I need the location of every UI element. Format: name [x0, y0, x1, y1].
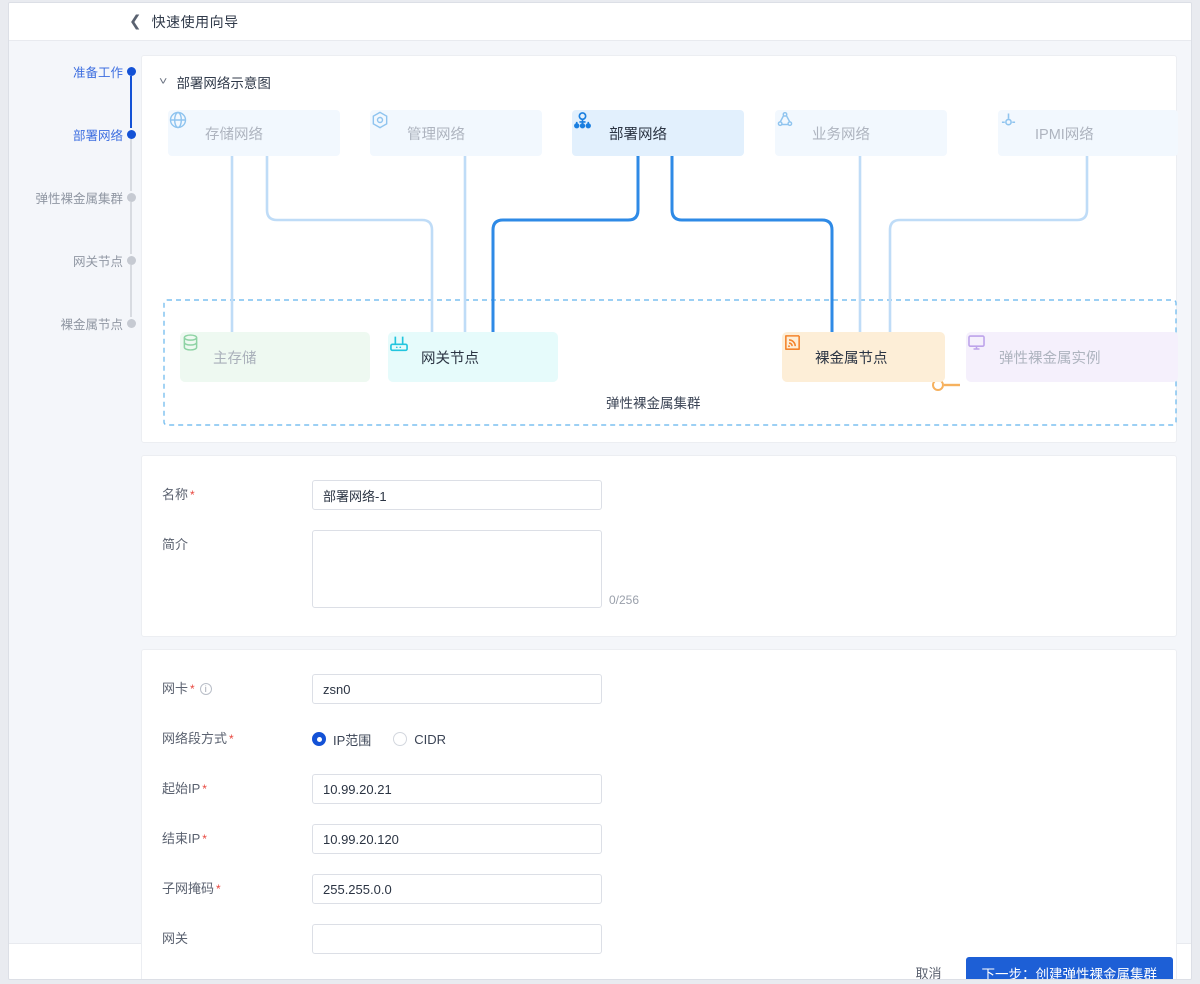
step-item-0[interactable]: 准备工作	[9, 65, 141, 128]
step-label: 准备工作	[72, 66, 123, 80]
start-ip-input[interactable]	[312, 774, 602, 804]
form-row-start-ip: 起始IP*	[142, 774, 1176, 804]
form-row-segment-mode: 网络段方式* IP范围 CIDR	[142, 724, 1176, 754]
network-config-form: 网卡*i 网络段方式* IP范围	[141, 649, 1177, 979]
diagram-stage: 存储网络 管理网络	[160, 100, 1178, 430]
step-label: 网关节点	[72, 255, 123, 269]
required-marker: *	[216, 882, 221, 896]
start-ip-label: 起始IP*	[142, 774, 312, 804]
network-card-label: 业务网络	[812, 126, 870, 143]
node-card-gateway[interactable]: 网关节点	[388, 332, 558, 382]
form-row-name: 名称*	[142, 480, 1176, 510]
network-card-deployment[interactable]: 部署网络	[572, 110, 744, 156]
window-header: ❮ 快速使用向导	[9, 3, 1191, 41]
network-diagram-card: ˅ 部署网络示意图	[141, 55, 1178, 443]
nic-label: 网卡* i	[142, 674, 312, 704]
end-ip-input[interactable]	[312, 824, 602, 854]
next-step-button[interactable]: 下一步：创建弹性裸金属集群	[965, 956, 1173, 979]
segment-mode-label: 网络段方式*	[142, 724, 312, 754]
required-marker: *	[229, 732, 234, 746]
radio-dot	[393, 732, 408, 746]
steps-rail: 准备工作 部署网络 弹性裸金属集群 网关节点 裸金属节点	[9, 41, 141, 943]
network-card-label: 部署网络	[609, 126, 667, 143]
cancel-button[interactable]: 取消	[907, 957, 949, 979]
network-card-management[interactable]: 管理网络	[370, 110, 542, 156]
network-card-ipmi[interactable]: IPMI网络	[998, 110, 1178, 156]
network-card-storage[interactable]: 存储网络	[168, 110, 340, 156]
diagram-title: 部署网络示意图	[176, 76, 271, 91]
gateway-label: 网关	[162, 931, 189, 946]
intro-counter: 0/256	[609, 593, 640, 607]
step-item-2[interactable]: 弹性裸金属集群	[9, 191, 141, 254]
step-dot	[127, 130, 136, 139]
step-connector	[130, 202, 132, 254]
radio-cidr[interactable]: CIDR	[393, 732, 446, 747]
name-label-text: 名称	[162, 487, 189, 502]
netmask-input[interactable]	[312, 874, 602, 904]
node-card-label: 网关节点	[421, 350, 479, 367]
network-card-label: IPMI网络	[1035, 126, 1094, 143]
cluster-label: 弹性裸金属集群	[606, 396, 701, 411]
intro-textarea[interactable]	[312, 530, 602, 608]
step-dot	[127, 193, 136, 202]
radio-label: CIDR	[414, 731, 447, 747]
wizard-body: 准备工作 部署网络 弹性裸金属集群 网关节点 裸金属节点	[9, 41, 1191, 979]
basic-info-form: 名称* 简介 0/256	[141, 455, 1177, 637]
node-card-label: 裸金属节点	[815, 350, 888, 367]
page-title: 快速使用向导	[151, 13, 239, 30]
diagram-header[interactable]: ˅ 部署网络示意图	[159, 72, 1158, 92]
network-card-label: 存储网络	[205, 126, 263, 143]
start-ip-label-text: 起始IP	[162, 781, 201, 796]
form-row-netmask: 子网掩码*	[142, 874, 1176, 904]
step-dot	[127, 319, 136, 328]
netmask-label-text: 子网掩码	[162, 881, 215, 896]
step-item-4[interactable]: 裸金属节点	[9, 317, 141, 380]
main-content: ˅ 部署网络示意图	[141, 41, 1191, 979]
intro-field-wrap: 0/256	[312, 530, 639, 608]
radio-dot	[312, 732, 326, 746]
chevron-left-icon[interactable]: ❮	[129, 13, 142, 30]
node-card-baremetal[interactable]: 裸金属节点	[782, 332, 945, 382]
form-row-end-ip: 结束IP*	[142, 824, 1176, 854]
node-card-primary-storage[interactable]: 主存储	[180, 332, 370, 382]
step-label: 裸金属节点	[60, 318, 123, 332]
network-card-business[interactable]: 业务网络	[775, 110, 947, 156]
nic-label-text: 网卡	[162, 681, 189, 696]
required-marker: *	[190, 488, 195, 502]
intro-label: 简介	[162, 537, 189, 552]
end-ip-label: 结束IP*	[142, 824, 312, 854]
node-card-label: 主存储	[213, 350, 257, 367]
info-icon[interactable]: i	[199, 683, 212, 695]
name-input[interactable]	[312, 480, 602, 510]
form-row-nic: 网卡* i	[142, 674, 1176, 704]
wizard-window: ❮ 快速使用向导 准备工作 部署网络 弹性裸金属集群 网关节点	[8, 2, 1192, 980]
segment-mode-radio-group: IP范围 CIDR	[312, 724, 446, 754]
step-connector	[130, 76, 132, 128]
required-marker: *	[190, 682, 195, 696]
node-card-baremetal-instance[interactable]: 弹性裸金属实例	[966, 332, 1178, 382]
radio-label: IP范围	[333, 732, 372, 748]
step-item-1[interactable]: 部署网络	[9, 128, 141, 191]
required-marker: *	[202, 832, 207, 846]
step-dot	[127, 256, 136, 265]
end-ip-label-text: 结束IP	[162, 831, 201, 846]
step-connector	[130, 139, 132, 191]
step-item-3[interactable]: 网关节点	[9, 254, 141, 317]
segment-mode-label-text: 网络段方式	[162, 731, 228, 746]
gateway-input[interactable]	[312, 924, 602, 954]
step-label: 弹性裸金属集群	[35, 192, 123, 206]
form-row-intro: 简介 0/256	[142, 530, 1176, 608]
name-label: 名称*	[142, 480, 312, 510]
network-card-label: 管理网络	[407, 126, 465, 143]
step-label: 部署网络	[72, 129, 123, 143]
required-marker: *	[202, 782, 207, 796]
netmask-label: 子网掩码*	[142, 874, 312, 904]
step-connector	[130, 265, 132, 317]
radio-ip-range[interactable]: IP范围	[312, 730, 371, 749]
form-row-gateway: 网关	[142, 924, 1176, 954]
step-dot	[127, 67, 136, 76]
nic-input[interactable]	[312, 674, 602, 704]
node-card-label: 弹性裸金属实例	[999, 350, 1101, 367]
chevron-down-icon[interactable]: ˅	[159, 76, 168, 88]
